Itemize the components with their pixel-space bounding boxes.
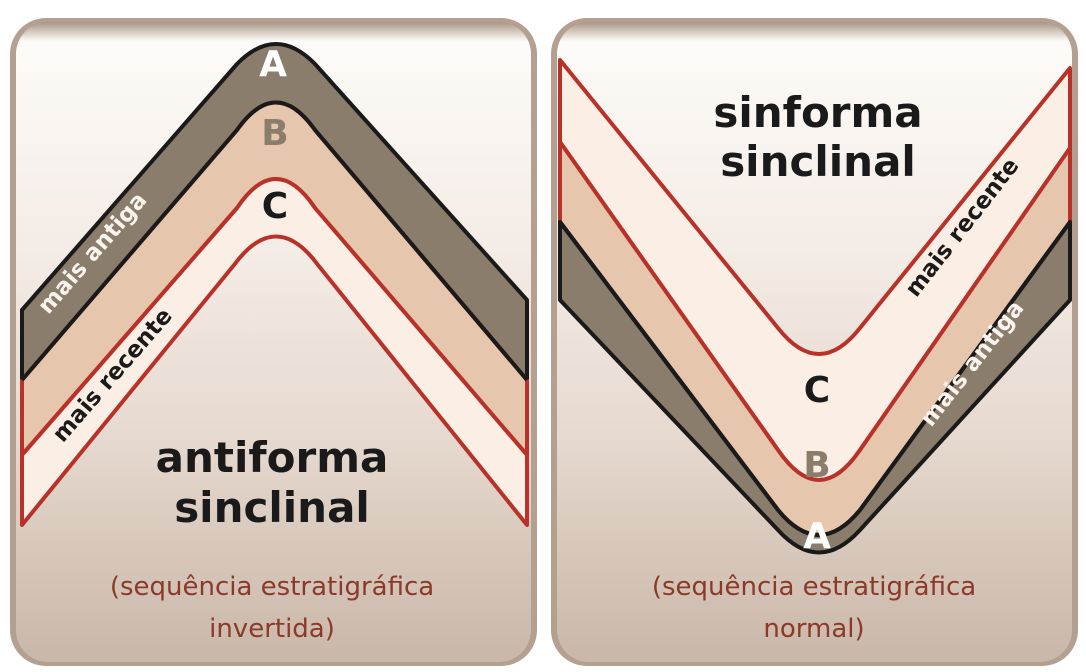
right-note-line1: (sequência estratigráfica [652,572,976,602]
right-layer-b-letter: B [803,445,830,486]
layer-c-band [20,177,529,527]
synform-fold [558,58,1072,555]
right-panel: C B A mais recente mais antiga sinforma … [551,18,1078,666]
left-note-line1: (sequência estratigráfica [110,572,434,602]
left-title-line2: sinclinal [174,483,370,532]
left-panel: A B C mais antiga mais recente antiforma… [10,18,537,666]
left-layer-a-letter: A [259,44,287,85]
left-layer-b-letter: B [261,113,288,154]
left-layer-c-letter: C [262,186,288,227]
right-panel-background [557,22,1072,662]
right-title-line2: sinclinal [720,137,916,186]
layer-a-boundary-line [558,220,1072,537]
right-note-line2: normal) [763,614,864,644]
right-layer-a-letter: A [803,516,831,557]
left-note-line2: invertida) [209,614,335,644]
layer-a-boundary-line [20,100,529,382]
right-layer-c-letter: C [804,370,830,411]
antiform-fold [20,42,529,527]
right-title-line1: sinforma [713,88,922,137]
left-title-line1: antiforma [156,433,389,482]
